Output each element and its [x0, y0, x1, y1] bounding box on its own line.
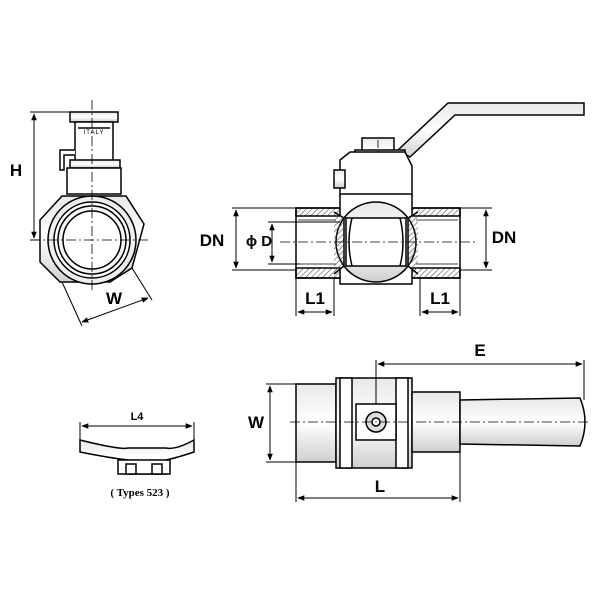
top-view-dimensions [266, 360, 585, 502]
dn-left-label: DN [200, 231, 225, 250]
section-dimensions [232, 207, 492, 316]
dn-right-label: DN [492, 228, 517, 247]
l-label: L [375, 477, 385, 496]
l1-left-label: L1 [305, 289, 325, 308]
italy-mark: ITALY [84, 130, 105, 136]
stem-housing [74, 121, 114, 167]
l4-label: L4 [131, 411, 145, 423]
phi-d-label: ϕ D [246, 233, 272, 250]
h-dimension [30, 111, 70, 241]
e-label: E [474, 341, 485, 360]
section-view [280, 102, 585, 285]
lever-handle [396, 102, 585, 158]
h-label: H [10, 161, 22, 180]
l4-dimension [79, 422, 195, 440]
l1-right-label: L1 [430, 289, 450, 308]
handle-top-cap [69, 111, 119, 123]
top-view [290, 377, 590, 469]
end-view [30, 100, 150, 290]
w-side-dimension [61, 267, 153, 327]
w-side-label: W [106, 289, 123, 308]
lever-top [459, 397, 586, 447]
w-top-label: W [248, 413, 265, 432]
types-label: ( Types 523 ) [110, 487, 170, 499]
butterfly-handle [79, 438, 195, 475]
